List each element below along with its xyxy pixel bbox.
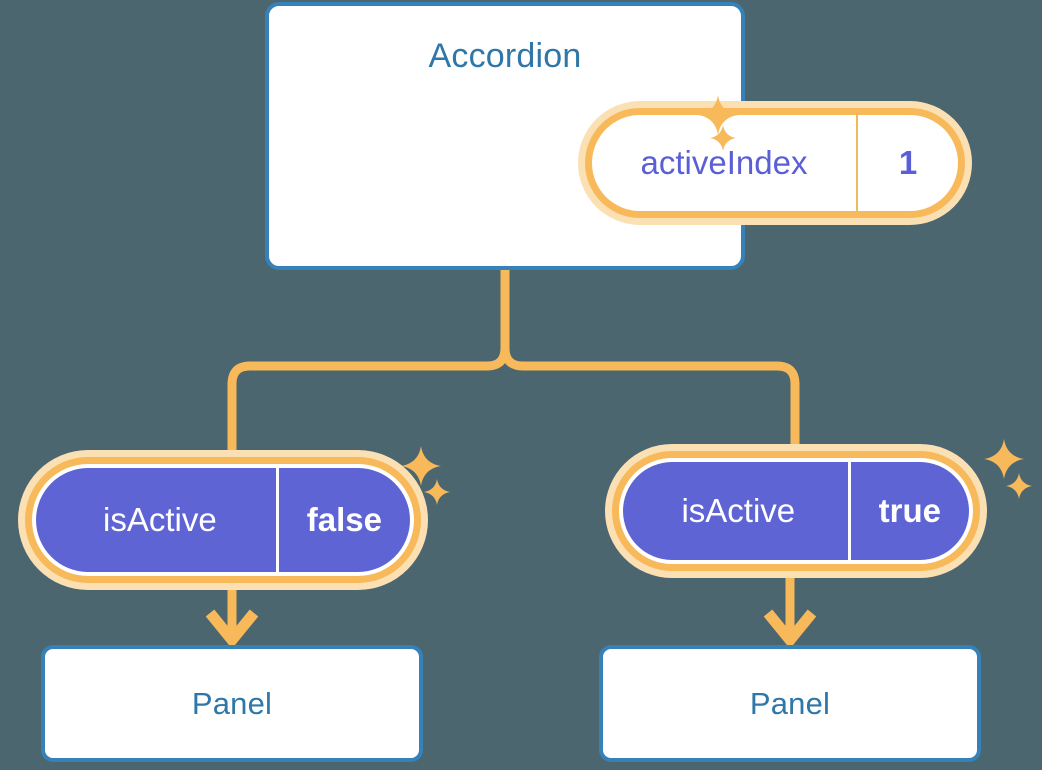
connector-root-to-left bbox=[227, 265, 510, 457]
state-value-label: true bbox=[847, 462, 969, 560]
page-title: Accordion bbox=[428, 37, 582, 75]
state-key-label: isActive bbox=[681, 492, 796, 529]
arrow-down-icon-right bbox=[763, 578, 817, 649]
connector-root-to-right bbox=[500, 265, 800, 451]
badge-body: isActive false bbox=[36, 468, 410, 572]
badge-body: activeIndex 1 bbox=[592, 115, 958, 211]
arrow-down-icon-left bbox=[205, 588, 259, 649]
sparkle-four-point-large-icon bbox=[983, 438, 1025, 480]
state-badge-is-active-left[interactable]: isActive false bbox=[18, 450, 428, 590]
state-badge-active-index[interactable]: activeIndex 1 bbox=[578, 101, 972, 225]
state-key-label: isActive bbox=[103, 501, 217, 538]
sparkle-four-point-small-icon bbox=[1005, 472, 1033, 500]
panel-title: Panel bbox=[749, 685, 831, 721]
sparkle-four-point-small-icon bbox=[423, 478, 451, 506]
accordion-component-card[interactable]: Accordion activeIndex 1 bbox=[265, 2, 972, 270]
panel-component-card-left[interactable]: Panel bbox=[41, 645, 423, 762]
panel-title: Panel bbox=[191, 685, 273, 721]
state-badge-is-active-right[interactable]: isActive true bbox=[605, 444, 987, 578]
state-value-label: false bbox=[275, 468, 410, 572]
state-value-label: 1 bbox=[856, 115, 958, 211]
state-key-label: activeIndex bbox=[640, 144, 808, 181]
badge-body: isActive true bbox=[623, 462, 969, 560]
panel-component-card-right[interactable]: Panel bbox=[599, 645, 981, 762]
